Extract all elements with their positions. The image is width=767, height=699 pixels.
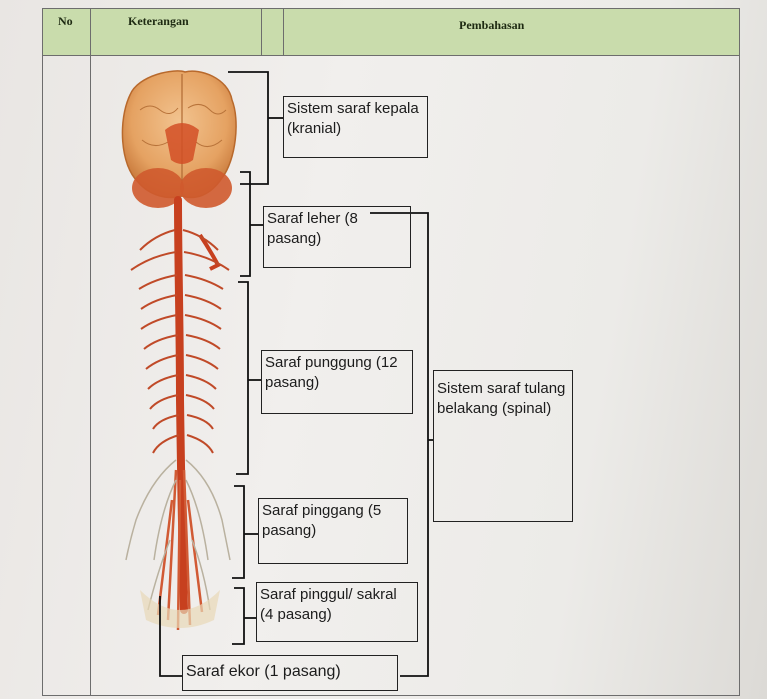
label-saraf-punggung: Saraf punggung (12 pasang) — [261, 350, 413, 414]
label-saraf-pinggang: Saraf pinggang (5 pasang) — [258, 498, 408, 564]
brain-illustration — [122, 71, 236, 208]
label-saraf-leher: Saraf leher (8 pasang) — [263, 206, 411, 268]
label-sistem-spinal: Sistem saraf tulang belakang (spinal) — [433, 370, 573, 522]
label-saraf-pinggul: Saraf pinggul/ sakral (4 pasang) — [256, 582, 418, 642]
label-saraf-ekor: Saraf ekor (1 pasang) — [182, 655, 398, 691]
label-kranial: Sistem saraf kepala (kranial) — [283, 96, 428, 158]
